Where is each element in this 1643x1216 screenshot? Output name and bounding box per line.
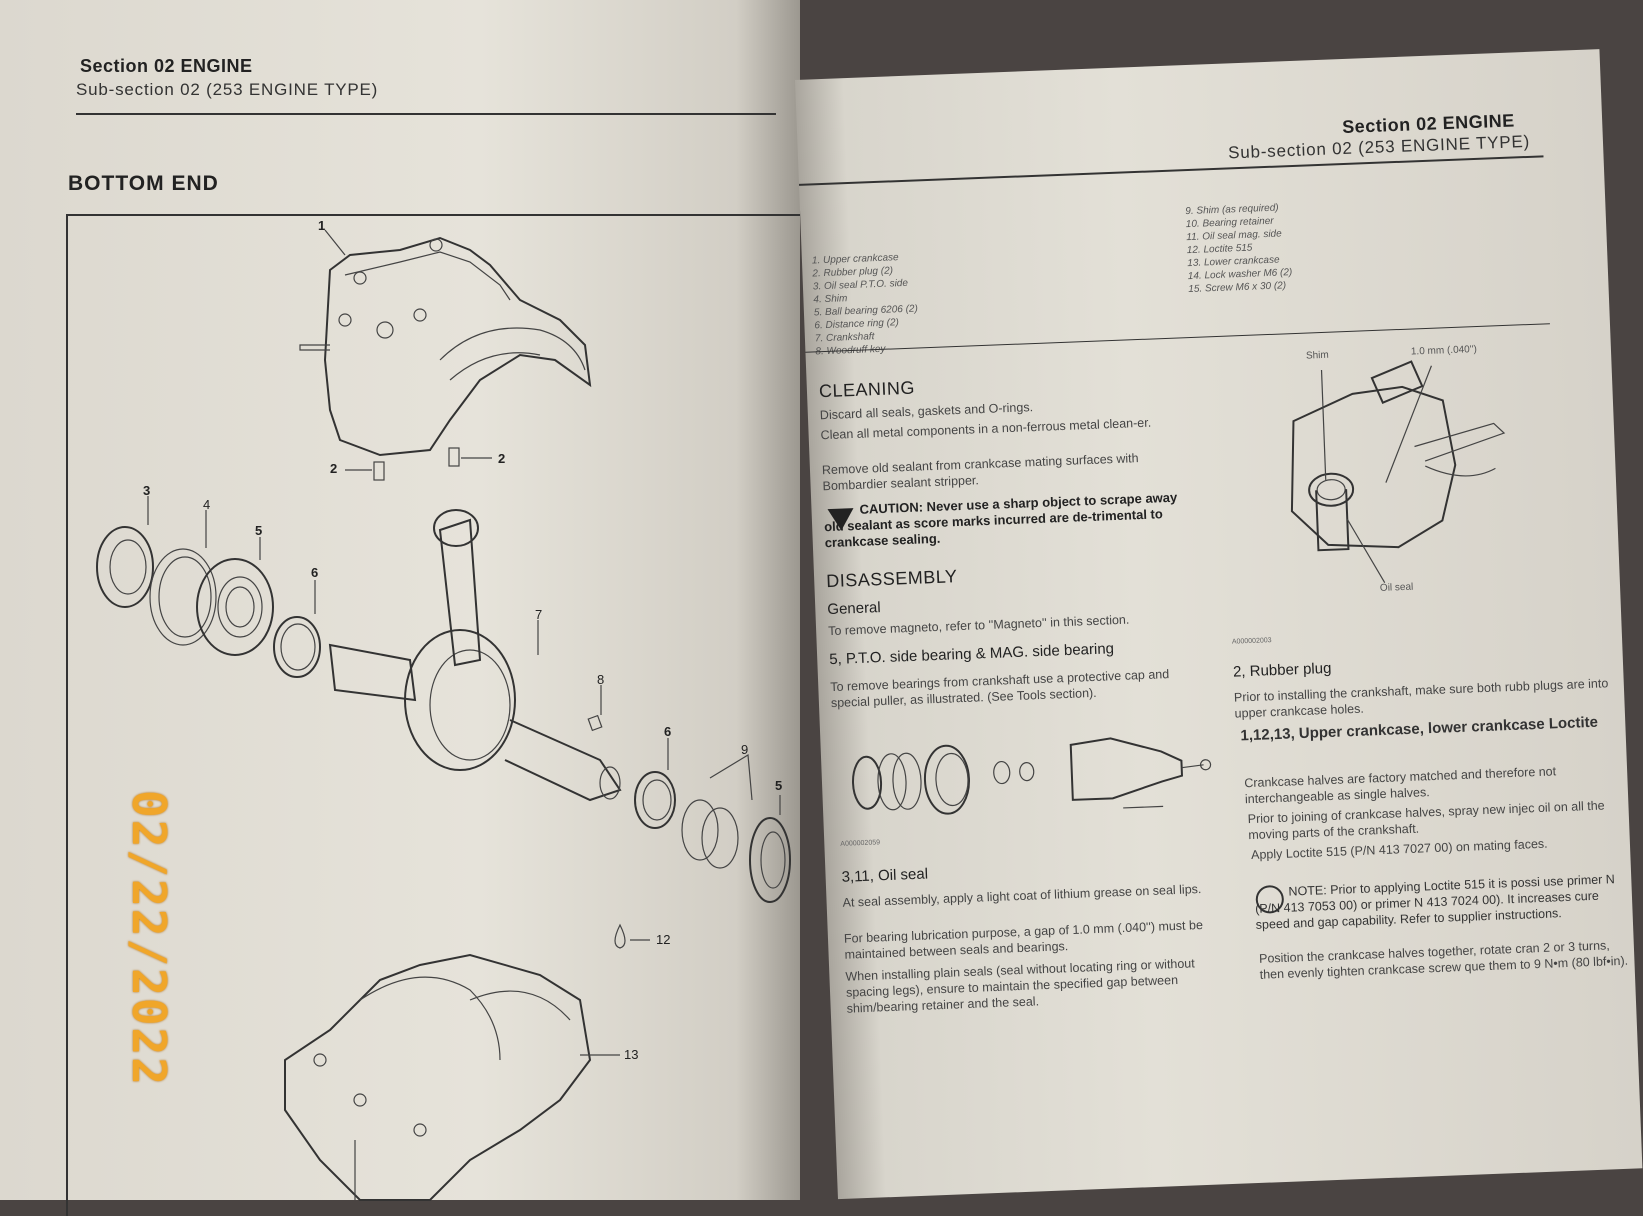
seal-figure-code: A000002003: [1231, 637, 1272, 646]
ball-bearing-drawing: [196, 558, 274, 656]
crankcase-note: NOTE: Prior to applying Loctite 515 it i…: [1254, 872, 1616, 932]
upper-crankcase-drawing: [299, 236, 592, 457]
rubber-plug-drawing: [373, 461, 385, 481]
callout-5: 5: [255, 523, 263, 538]
callout-3: 3: [143, 483, 151, 498]
callout-2: 2: [498, 451, 506, 466]
callout-9: 9: [741, 742, 749, 757]
parts-legend-left: 1. Upper crankcase 2. Rubber plug (2) 3.…: [812, 250, 920, 358]
oil-seal-text-1: At seal assembly, apply a light coat of …: [842, 882, 1202, 910]
oil-seal-heading: 3,11, Oil seal: [841, 865, 929, 886]
distance-ring-drawing: [273, 616, 321, 678]
legend-item: 15. Screw M6 x 30 (2): [1188, 280, 1287, 296]
bearing-puller-figure: [852, 737, 1212, 815]
general-text: To remove magneto, refer to ''Magneto'' …: [827, 612, 1130, 639]
bearing-heading: 5, P.T.O. side bearing & MAG. side beari…: [828, 640, 1115, 669]
callout-5: 5: [775, 778, 783, 793]
callout-12: 12: [656, 932, 671, 947]
oil-seal-gap-figure: [1290, 360, 1506, 584]
disassembly-heading: DISASSEMBLY: [825, 566, 958, 592]
oil-seal-pto-drawing: [96, 526, 154, 608]
shim-mag-drawing: [681, 799, 719, 861]
woodruff-key-drawing: [587, 714, 603, 732]
page-title: BOTTOM END: [68, 172, 219, 195]
caution-text: CAUTION: Never use a sharp object to scr…: [823, 489, 1178, 551]
right-page: Section 02 ENGINE Sub-section 02 (253 EN…: [795, 49, 1643, 1200]
lower-crankcase-drawing: [284, 953, 592, 1201]
general-heading: General: [827, 599, 882, 619]
left-section-heading: Section 02 ENGINE: [80, 56, 253, 76]
callout-1: 1: [318, 218, 326, 233]
parts-legend-right: 9. Shim (as required) 10. Bearing retain…: [1185, 201, 1293, 296]
bearing-text: To remove bearings from crankshaft use a…: [830, 667, 1170, 711]
callout-2: 2: [330, 461, 338, 476]
callout-8: 8: [597, 672, 605, 687]
left-subsection-heading: Sub-section 02 (253 ENGINE TYPE): [76, 80, 379, 99]
callout-6: 6: [311, 565, 319, 580]
left-page: Section 02 ENGINE Sub-section 02 (253 EN…: [0, 0, 828, 1216]
note-circle-icon: [1255, 885, 1284, 914]
oil-seal-label: Oil seal: [1379, 581, 1414, 594]
ball-bearing-mag-drawing: [749, 817, 791, 903]
oil-seal-text-3: When installing plain seals (seal withou…: [845, 956, 1195, 1016]
exploded-view-diagram: [96, 229, 791, 1201]
crankshaft-drawing: [328, 509, 622, 802]
callout-13: 13: [624, 1047, 639, 1062]
loctite-drop-drawing: [614, 923, 626, 949]
date-stamp: 02/22/2022: [122, 790, 176, 1087]
callout-6: 6: [664, 724, 672, 739]
rubber-plug-heading: 2, Rubber plug: [1232, 659, 1332, 681]
cleaning-heading: CLEANING: [818, 377, 916, 402]
cleaning-text-3: Remove old sealant from crankcase mating…: [821, 451, 1139, 494]
shim-drawing: [149, 548, 217, 646]
diagram-frame: [66, 214, 828, 1216]
left-header-rule: [76, 113, 776, 115]
crankcase-text-4: Position the crankcase halves together, …: [1258, 938, 1629, 982]
right-header-rule: [798, 155, 1544, 186]
shim-label: Shim: [1305, 349, 1329, 362]
puller-figure-code: A000002059: [840, 839, 881, 848]
callout-7: 7: [535, 607, 543, 622]
caution-triangle-icon: [827, 508, 854, 531]
distance-ring-mag-drawing: [634, 771, 676, 829]
callout-4: 4: [203, 497, 211, 512]
